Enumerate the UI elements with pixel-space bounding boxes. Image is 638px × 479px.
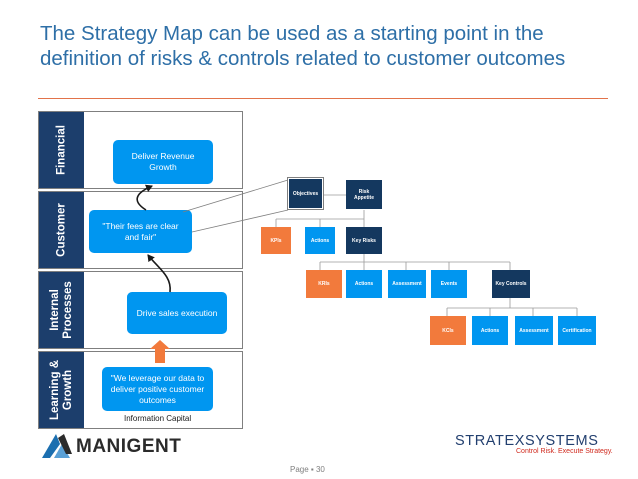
page-number: Page ▪ 30 [290, 465, 325, 474]
tree-node-actions[interactable]: Actions [346, 270, 382, 298]
tree-node-objectives[interactable]: Objectives [287, 177, 324, 210]
node-text-line: Deliver Revenue [131, 151, 195, 161]
node-text-line: Drive sales execution [136, 307, 218, 318]
tree-node-certification[interactable]: Certification [558, 316, 596, 345]
stratex-wordmark: STRATEXSYSTEMS [455, 433, 599, 449]
manigent-mark-icon [58, 434, 72, 454]
lane-header-financial: Financial [39, 112, 84, 188]
tree-node-key-risks[interactable]: Key Risks [346, 227, 382, 254]
tree-node-kpis[interactable]: KPIs [261, 227, 291, 254]
node-text-line: and fair" [124, 231, 157, 242]
lane-header-customer: Customer [39, 192, 84, 268]
up-arrow-icon [150, 340, 170, 363]
tree-node-kris[interactable]: KRIs [306, 270, 342, 298]
tree-node-line: Appetite [354, 194, 374, 201]
node-text-line: "Their fees are clear [102, 220, 179, 231]
node-fees-clear-fair[interactable]: "Their fees are clear and fair" [89, 210, 192, 253]
slide-title: The Strategy Map can be used as a starti… [40, 22, 566, 70]
tree-node-assessment[interactable]: Assessment [515, 316, 553, 345]
tree-node-line: Risk [358, 188, 370, 195]
lane-header-internal-processes: Internal Processes [39, 272, 84, 348]
information-capital-label: Information Capital [124, 414, 192, 423]
tree-node-kcis[interactable]: KCIs [430, 316, 466, 345]
tree-node-actions[interactable]: Actions [472, 316, 508, 345]
node-text-line: "We leverage our data to [110, 372, 205, 383]
lane-header-learning-growth: Learning & Growth [39, 352, 84, 428]
node-leverage-data[interactable]: "We leverage our data to deliver positiv… [102, 367, 213, 411]
tree-node-risk-appetite[interactable]: Risk Appetite [346, 180, 382, 209]
stratex-tagline: Control Risk. Execute Strategy. [516, 448, 613, 455]
callout-line-top [182, 179, 289, 213]
manigent-wordmark: MANIGENT [76, 436, 182, 457]
node-drive-sales-execution[interactable]: Drive sales execution [127, 292, 227, 334]
node-text-line: Growth [149, 162, 177, 172]
manigent-mark-icon [54, 444, 70, 458]
node-text-line: deliver positive customer [110, 383, 205, 394]
tree-node-key-controls[interactable]: Key Controls [492, 270, 530, 298]
node-deliver-revenue-growth[interactable]: Deliver Revenue Growth [113, 140, 213, 184]
lane-internal-processes: Internal Processes [38, 271, 243, 349]
tree-node-events[interactable]: Events [431, 270, 467, 298]
manigent-mark-icon [42, 434, 60, 458]
arrow-fees-to-revenue [136, 184, 153, 211]
arrow-sales-to-fees [147, 254, 171, 293]
node-text-line: outcomes [139, 394, 176, 405]
callout-line-bottom [191, 209, 289, 233]
tree-node-assessment[interactable]: Assessment [388, 270, 426, 298]
manigent-logo [42, 434, 72, 458]
title-divider [38, 98, 608, 99]
tree-node-actions[interactable]: Actions [305, 227, 335, 254]
